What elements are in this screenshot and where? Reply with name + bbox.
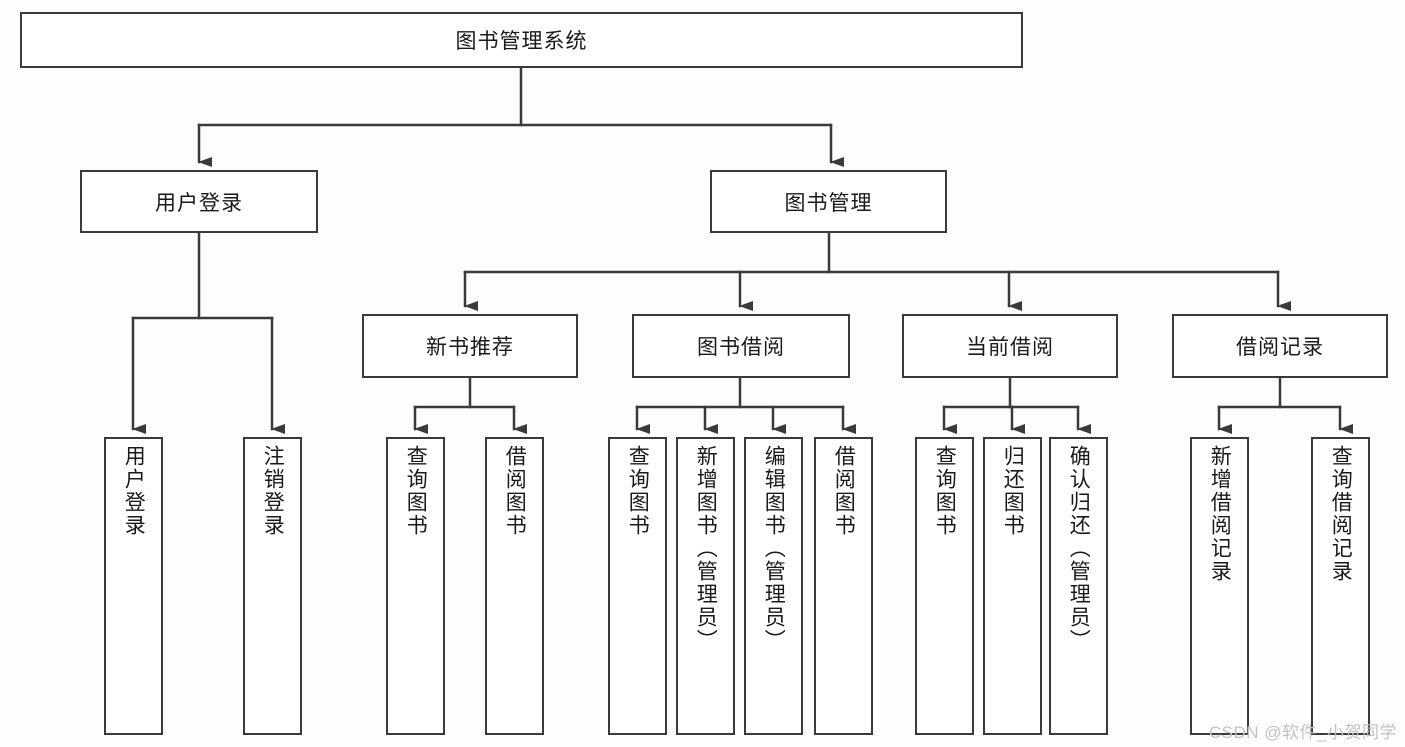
- node-label: 当前借阅: [966, 336, 1054, 359]
- node-label: 新增图书（管理员）: [694, 445, 718, 652]
- node-label: 借阅图书: [503, 445, 527, 537]
- node-label: 注销登录: [261, 445, 285, 537]
- node-label: 查询图书: [626, 445, 650, 537]
- node-leaf-borrow-book-2[interactable]: 借阅图书: [814, 437, 873, 735]
- node-current-borrow[interactable]: 当前借阅: [902, 314, 1118, 378]
- node-leaf-edit-book[interactable]: 编辑图书（管理员）: [744, 437, 803, 735]
- node-label: 编辑图书（管理员）: [762, 445, 786, 652]
- node-leaf-return-book[interactable]: 归还图书: [983, 437, 1042, 735]
- node-leaf-user-logout[interactable]: 注销登录: [243, 437, 302, 735]
- node-leaf-query-book-2[interactable]: 查询图书: [608, 437, 667, 735]
- node-leaf-query-book-3[interactable]: 查询图书: [915, 437, 974, 735]
- node-leaf-query-book-1[interactable]: 查询图书: [386, 437, 445, 735]
- node-label: 查询图书: [404, 445, 428, 537]
- node-leaf-user-login[interactable]: 用户登录: [104, 437, 163, 735]
- node-label: 用户登录: [155, 191, 243, 215]
- node-label: 新增借阅记录: [1208, 445, 1232, 583]
- node-leaf-confirm-return[interactable]: 确认归还（管理员）: [1049, 437, 1108, 735]
- node-label: 图书借阅: [697, 336, 785, 359]
- node-book-borrow[interactable]: 图书借阅: [632, 314, 850, 378]
- node-label: 用户登录: [122, 445, 146, 537]
- node-leaf-add-record[interactable]: 新增借阅记录: [1190, 437, 1249, 735]
- node-label: 新书推荐: [426, 336, 514, 359]
- node-label: 归还图书: [1001, 445, 1025, 537]
- node-label: 查询借阅记录: [1329, 445, 1353, 583]
- node-label: 图书管理系统: [455, 30, 588, 53]
- node-new-book-rec[interactable]: 新书推荐: [362, 314, 578, 378]
- watermark-credit: CSDN @软件_小贺同学: [1208, 723, 1397, 742]
- node-label: 图书管理: [784, 191, 873, 215]
- node-label: 借阅图书: [832, 445, 856, 537]
- node-leaf-borrow-book-1[interactable]: 借阅图书: [485, 437, 544, 735]
- node-label: 借阅记录: [1236, 336, 1324, 359]
- node-book-manage[interactable]: 图书管理: [710, 170, 947, 233]
- node-label: 确认归还（管理员）: [1067, 445, 1091, 652]
- node-leaf-query-record[interactable]: 查询借阅记录: [1311, 437, 1370, 735]
- node-leaf-add-book[interactable]: 新增图书（管理员）: [676, 437, 735, 735]
- node-label: 查询图书: [933, 445, 957, 537]
- node-root-system[interactable]: 图书管理系统: [20, 12, 1023, 68]
- node-borrow-record[interactable]: 借阅记录: [1172, 314, 1388, 378]
- node-user-login[interactable]: 用户登录: [80, 170, 318, 233]
